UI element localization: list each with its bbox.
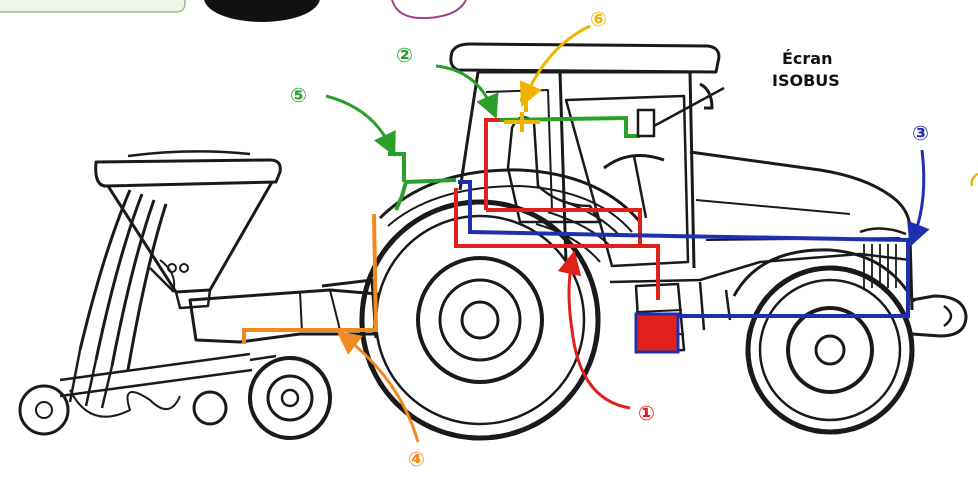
marker-3: ③ (912, 121, 929, 145)
hopper (96, 160, 281, 186)
arrow-5 (326, 96, 390, 146)
ecu-box (636, 314, 678, 352)
cable-orange (244, 214, 376, 344)
cab-roof (451, 44, 719, 72)
screen-label-line2: ISOBUS (772, 71, 840, 90)
cropped-marker-right (972, 174, 978, 186)
marker-2: ② (396, 43, 413, 67)
isobus-screen (638, 110, 654, 136)
front-hitch (912, 296, 966, 336)
marker-5: ⑤ (290, 83, 307, 107)
arrow-6 (526, 26, 590, 96)
rear-wheel (362, 202, 598, 438)
cropped-top-elements (0, 0, 466, 22)
cable-red (456, 120, 658, 300)
arrow-3 (914, 150, 924, 236)
marker-6: ⑥ (590, 7, 607, 31)
screen-label-line1: Écran (782, 49, 833, 68)
marker-4: ④ (408, 447, 425, 471)
marker-1: ① (638, 401, 655, 425)
front-wheel (748, 268, 912, 432)
seed-drill (20, 151, 378, 438)
